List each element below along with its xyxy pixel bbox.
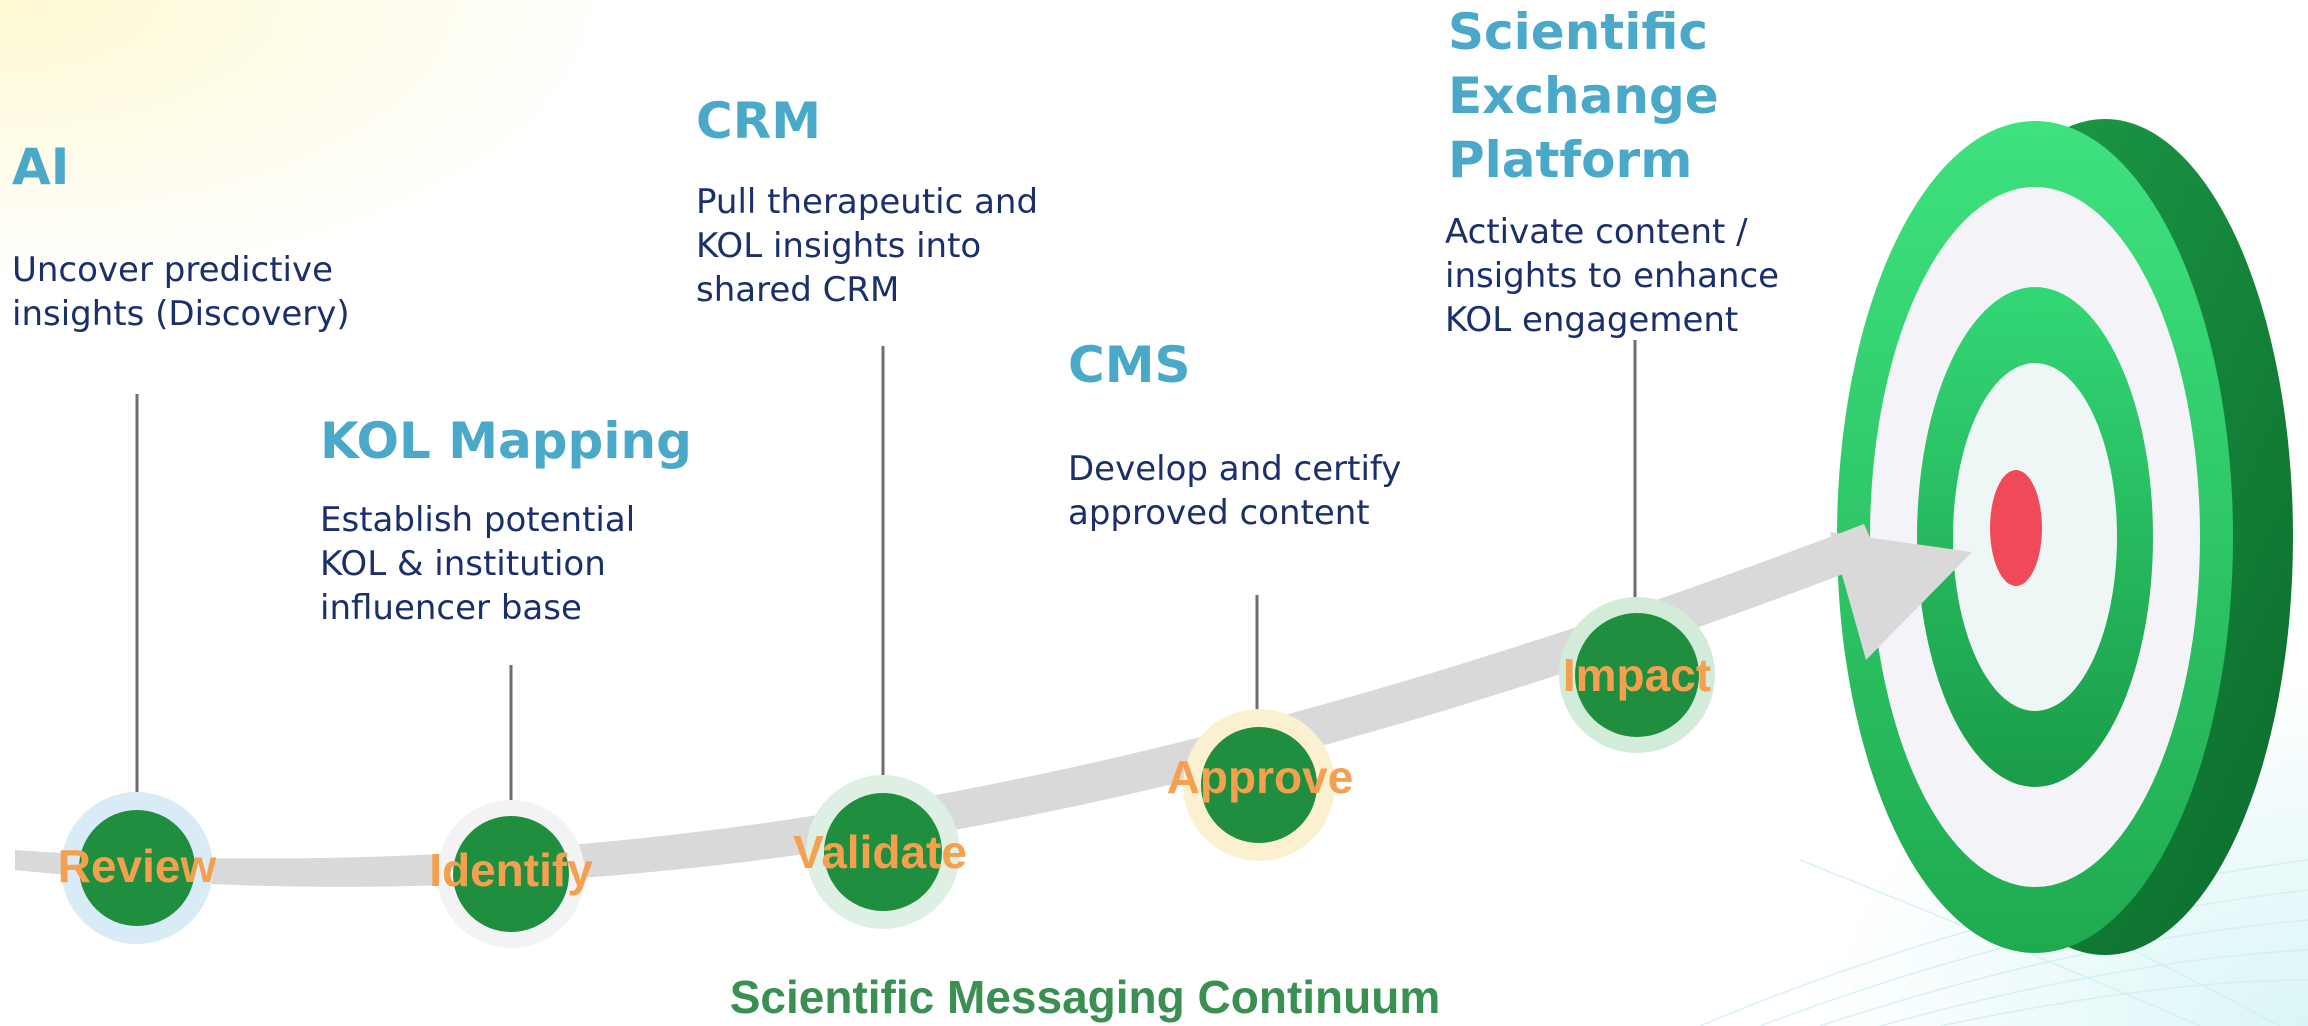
stage-label-impact: Impact [1562, 649, 1712, 701]
step-description-cms: Develop and certify approved content [1068, 447, 1401, 535]
title-line: Platform [1448, 131, 1693, 189]
step-title-crm: CRM [696, 92, 821, 150]
step-title-kol-mapping: KOL Mapping [320, 412, 692, 470]
step-title-ai: AI [12, 138, 70, 196]
desc-line: shared CRM [696, 270, 900, 310]
desc-line: KOL & institution [320, 544, 606, 584]
desc-line: insights (Discovery) [12, 294, 350, 334]
step-description-kol-mapping: Establish potential KOL & institution in… [320, 498, 635, 630]
desc-line: Uncover predictive [12, 250, 334, 290]
title-line: Exchange [1448, 67, 1719, 125]
stage-label-validate: Validate [793, 826, 967, 878]
step-title-cms: CMS [1068, 336, 1191, 394]
desc-line: Activate content / [1445, 212, 1748, 252]
stage-node-review [61, 792, 213, 944]
desc-line: Establish potential [320, 500, 636, 540]
stage-node-approve [1183, 709, 1335, 861]
desc-line: KOL insights into [696, 226, 982, 266]
stage-node-validate [806, 775, 960, 929]
step-description-crm: Pull therapeutic and KOL insights into s… [696, 180, 1038, 312]
desc-line: approved content [1068, 493, 1370, 533]
target-icon [1837, 119, 2293, 955]
stage-node-identify [437, 800, 585, 948]
desc-line: Develop and certify [1068, 449, 1402, 489]
desc-line: KOL engagement [1445, 300, 1739, 340]
stage-label-review: Review [57, 840, 217, 892]
footer-caption: Scientific Messaging Continuum [729, 971, 1441, 1023]
step-description-ai: Uncover predictive insights (Discovery) [12, 248, 350, 336]
title-line: Scientific [1448, 3, 1709, 61]
desc-line: Pull therapeutic and [696, 182, 1039, 222]
step-description-scientific-exchange-platform: Activate content / insights to enhance K… [1445, 210, 1779, 342]
connector-lines [135, 340, 1637, 820]
stage-node-impact [1559, 597, 1715, 753]
desc-line: insights to enhance [1445, 256, 1780, 296]
stage-label-identify: Identify [429, 844, 593, 896]
stage-label-approve: Approve [1166, 751, 1354, 803]
desc-line: influencer base [320, 588, 582, 628]
step-title-scientific-exchange-platform: Scientific Exchange Platform [1448, 0, 1719, 192]
